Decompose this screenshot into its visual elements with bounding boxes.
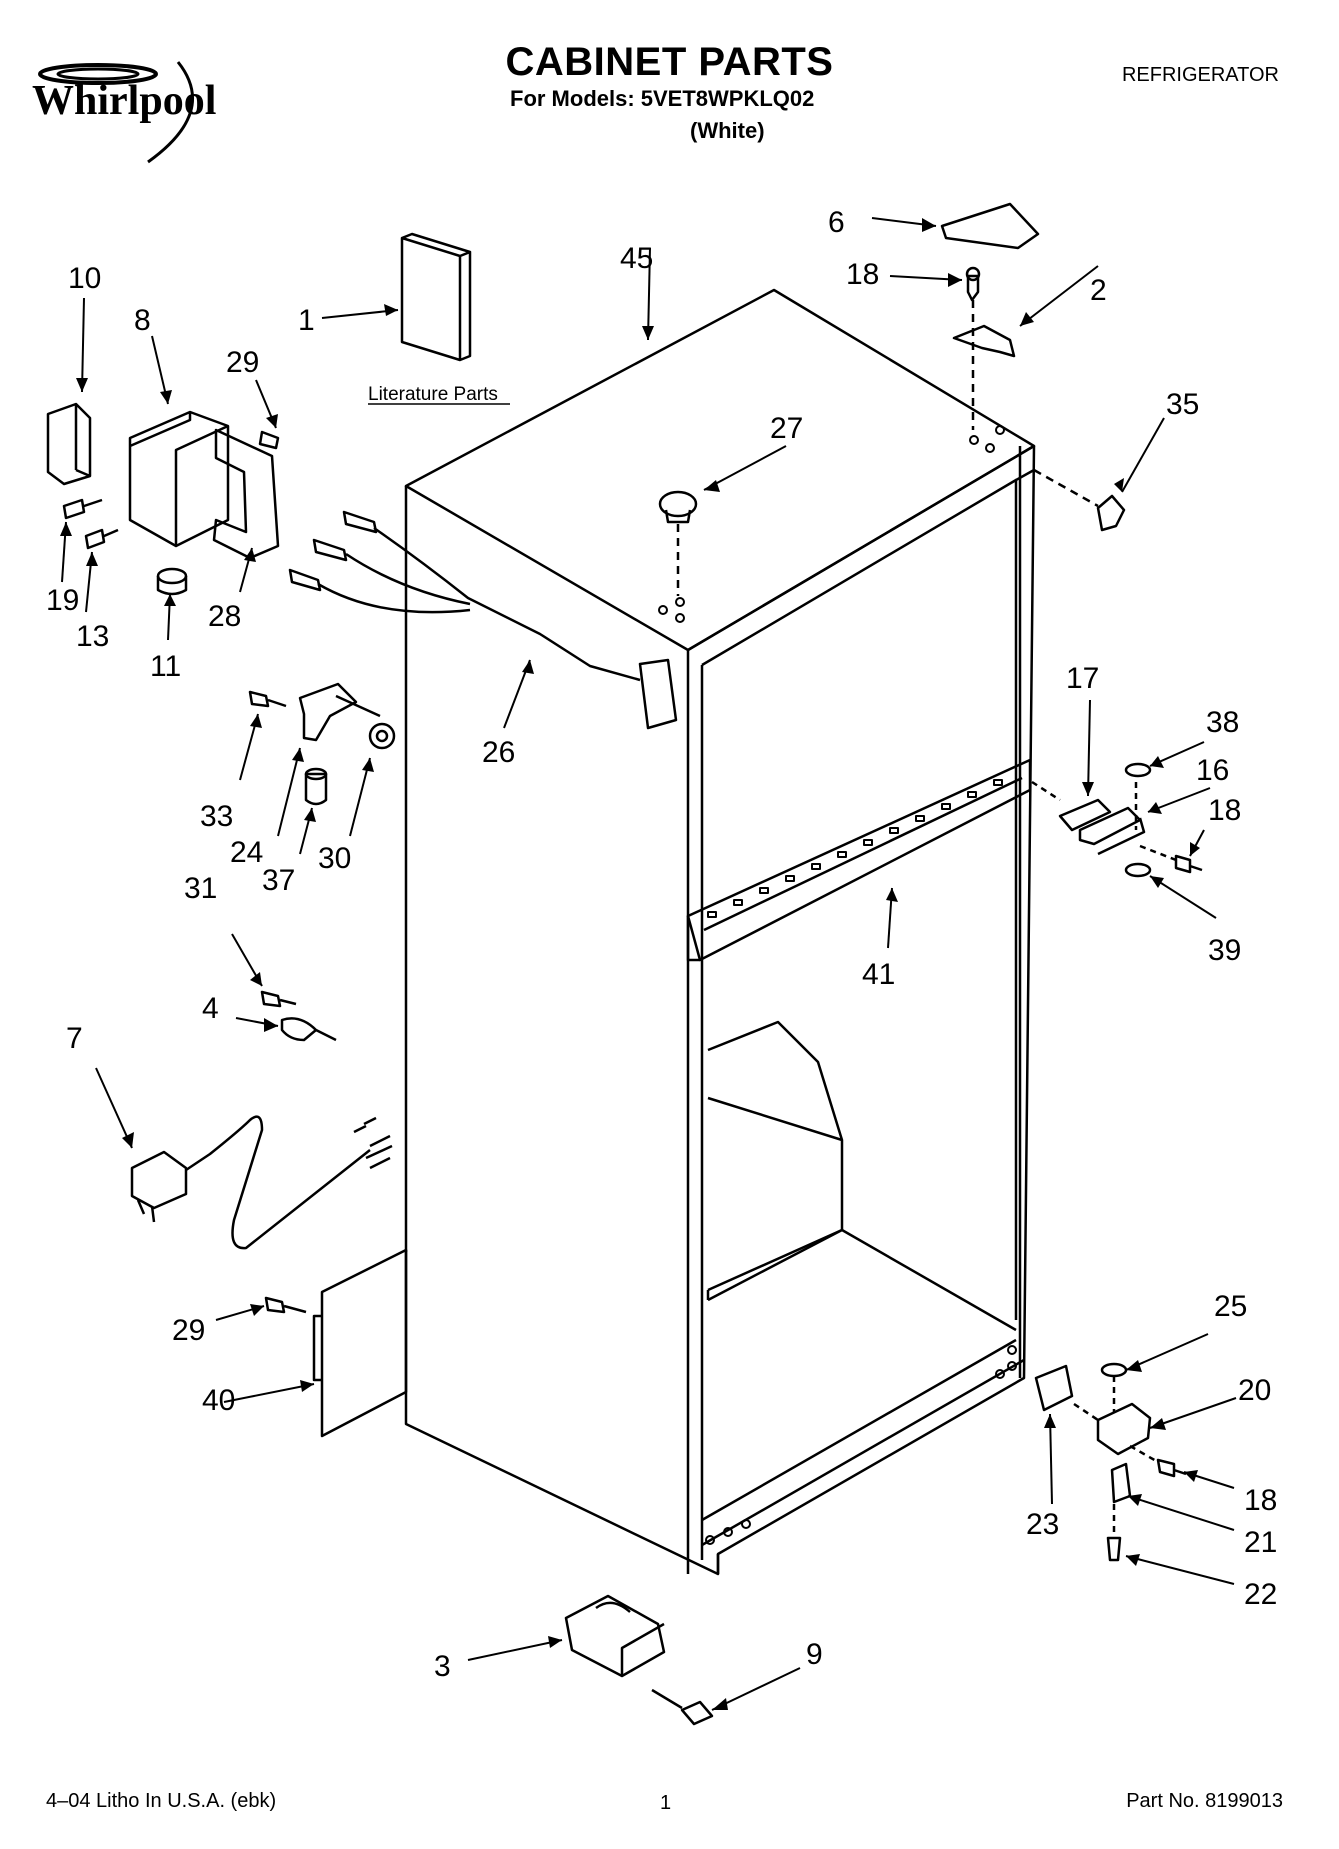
part-21-pin [1110, 1462, 1132, 1504]
page-title: CABINET PARTS [505, 40, 834, 84]
callout-4: 4 [202, 992, 219, 1025]
part-6-cover [940, 202, 1040, 250]
callout-26: 26 [482, 736, 515, 769]
callout-19: 19 [46, 584, 79, 617]
callout-21: 21 [1244, 1526, 1277, 1559]
callout-10: 10 [68, 262, 101, 295]
footer-litho: 4–04 Litho In U.S.A. (ebk) [46, 1790, 277, 1812]
leader-arrowheads [60, 218, 1200, 1710]
callout-8: 8 [134, 304, 151, 337]
part-number: Part No. 8199013 [1126, 1790, 1283, 1812]
crossbar-slots [707, 779, 1003, 918]
callout-39: 39 [1208, 934, 1241, 967]
callout-6: 6 [828, 206, 845, 239]
middle-hinge-assembly [1031, 762, 1203, 878]
part-39-washer [1124, 862, 1152, 878]
part-18-screw-bottom [1156, 1458, 1187, 1478]
part-29-screw-top [258, 430, 280, 450]
callout-11: 11 [150, 650, 181, 683]
product-type: REFRIGERATOR [1121, 64, 1279, 86]
part-40-panel [320, 1248, 408, 1438]
callout-18-bottom: 18 [1244, 1484, 1277, 1517]
callout-35: 35 [1166, 388, 1199, 421]
part-11-grommet [156, 576, 188, 596]
callout-37: 37 [262, 864, 295, 897]
part-38-washer [1124, 762, 1152, 778]
part-35-plug [1096, 494, 1126, 532]
cabinet-top-holes [658, 425, 1017, 1545]
part-4-clamp [280, 1017, 337, 1042]
callout-29-top: 29 [226, 346, 259, 379]
callout-30: 30 [318, 842, 351, 875]
callout-28: 28 [208, 600, 241, 633]
callout-38: 38 [1206, 706, 1239, 739]
part-29-screw-bottom [264, 1296, 307, 1314]
part-2-hinge [952, 324, 1016, 358]
part-37-spacer [304, 772, 328, 806]
callout-27: 27 [770, 412, 803, 445]
part-22-screw [1106, 1536, 1122, 1562]
callout-2: 2 [1090, 274, 1107, 307]
callout-numbers: 1 2 3 4 6 7 8 9 10 11 13 16 17 18 18 18 … [46, 206, 1277, 1683]
callout-24: 24 [230, 836, 263, 869]
callout-3: 3 [434, 1650, 451, 1683]
callout-33: 33 [200, 800, 233, 833]
part-28-bracket [212, 428, 280, 560]
page-number: 1 [660, 1792, 672, 1814]
callout-9: 9 [806, 1638, 823, 1671]
part-33-screw [248, 690, 287, 708]
callout-13: 13 [76, 620, 109, 653]
part-26-wire-harness [288, 510, 678, 730]
cabinet-shell [404, 288, 1036, 1576]
callout-41: 41 [862, 958, 895, 991]
callout-1: 1 [298, 304, 315, 337]
part-19-screw [62, 498, 103, 520]
leader-lines [61, 217, 1237, 1711]
part-13-screw [84, 528, 119, 550]
callout-17: 17 [1066, 662, 1099, 695]
part-10-block [46, 402, 92, 486]
brand-text: Whirlpool [32, 78, 216, 124]
part-23-shim [1034, 1364, 1074, 1412]
part-27-plug [658, 490, 698, 518]
callout-29-bottom: 29 [172, 1314, 205, 1347]
callout-7: 7 [66, 1022, 83, 1055]
part-31-screw [260, 990, 297, 1008]
part-7-power-cord [130, 1115, 393, 1250]
part-30-washer [368, 722, 396, 750]
callout-25: 25 [1214, 1290, 1247, 1323]
literature-booklet [400, 232, 472, 362]
callout-22: 22 [1244, 1578, 1277, 1611]
callout-16: 16 [1196, 754, 1229, 787]
callout-20: 20 [1238, 1374, 1271, 1407]
models-line: For Models: 5VET8WPKLQ02 [510, 86, 815, 111]
callout-18-top: 18 [846, 258, 879, 291]
part-18-head-top [965, 266, 981, 282]
part-18-screw-middle [1174, 854, 1203, 874]
part-25-washer [1100, 1362, 1128, 1378]
whirlpool-logo: Whirlpool [32, 61, 216, 164]
part-18-screw-top [966, 274, 980, 302]
callout-45: 45 [620, 242, 653, 275]
part-9-screw [651, 1688, 714, 1726]
callout-18-middle: 18 [1208, 794, 1241, 827]
color-line: (White) [690, 118, 765, 143]
literature-label: Literature Parts [368, 384, 498, 405]
part-3-leveler [564, 1594, 666, 1678]
part-8-housing [128, 410, 230, 548]
part-20-hinge [1096, 1402, 1152, 1456]
callout-31: 31 [184, 872, 217, 905]
callout-23: 23 [1026, 1508, 1059, 1541]
part-24-bracket [298, 682, 358, 742]
callout-40: 40 [202, 1384, 235, 1417]
